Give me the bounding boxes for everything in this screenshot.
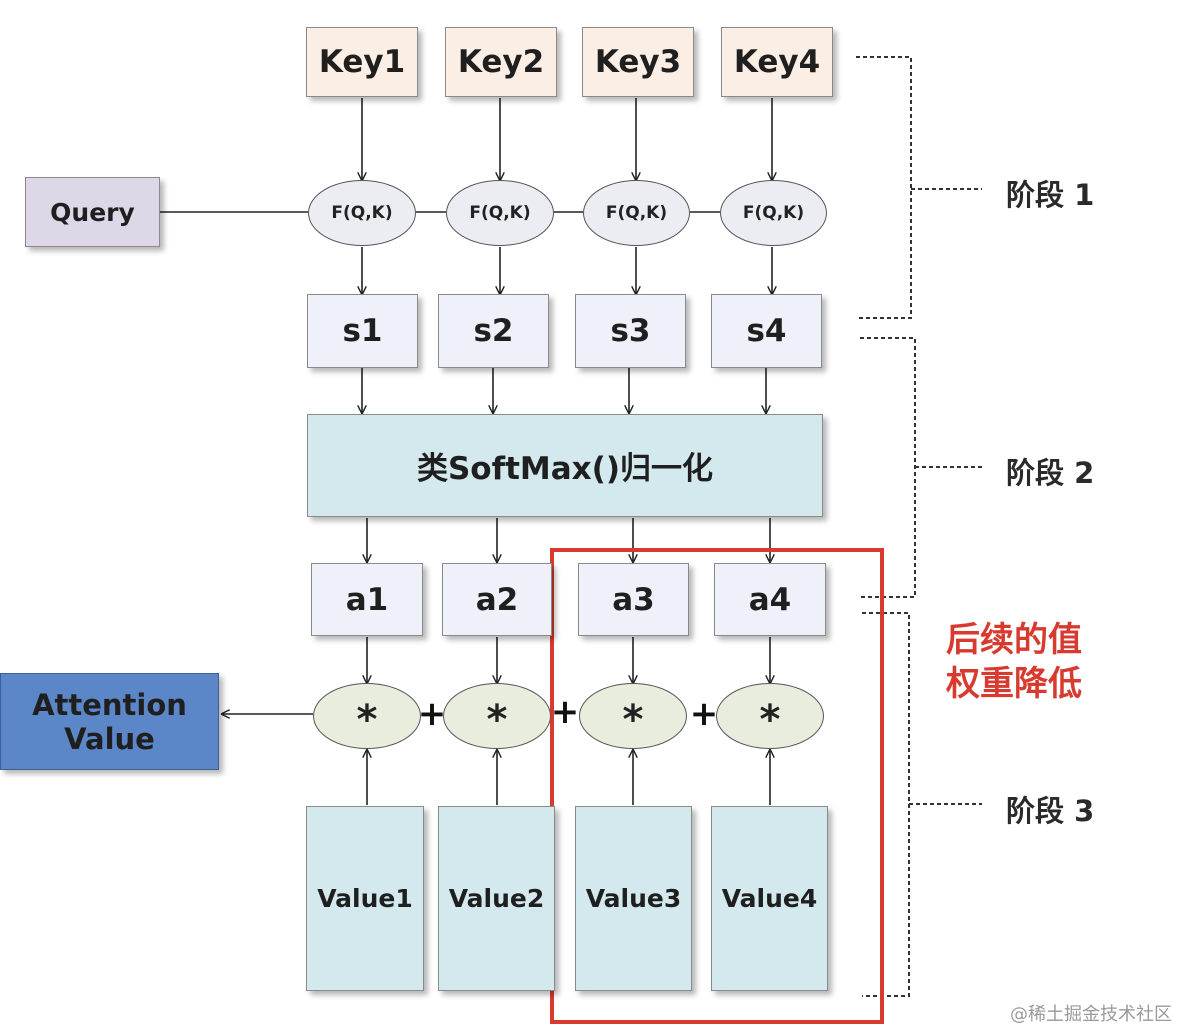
stage-label-2: 阶段 2 [1006,456,1095,490]
value-box-4: Value4 [711,806,828,991]
fn-label-1: F(Q,K) [331,203,393,223]
weight-reduction-note: 后续的值 权重降低 [946,618,1082,706]
plus-sign-3: + [689,694,719,734]
key-box-2: Key2 [445,27,557,97]
weight-box-4: a4 [714,563,826,636]
value-box-1: Value1 [306,806,424,991]
plus-sign-1: + [417,694,447,734]
value-label-2: Value2 [448,884,545,913]
value-box-3: Value3 [575,806,692,991]
query-label: Query [50,197,135,227]
multiply-node-4: * [716,683,824,749]
score-label-2: s2 [473,313,514,349]
fn-label-2: F(Q,K) [469,203,531,223]
weight-label-1: a1 [345,581,389,618]
score-label-3: s3 [610,313,651,349]
weight-box-1: a1 [311,563,423,636]
key-label-1: Key1 [318,44,406,80]
attention-label-line2: Value [64,721,155,756]
multiply-symbol-2: * [486,697,508,743]
score-box-4: s4 [711,294,822,368]
key-label-4: Key4 [733,44,821,80]
multiply-symbol-1: * [356,697,378,743]
note-line1: 后续的值 [946,620,1082,660]
attention-label-line1: Attention [32,687,187,722]
multiply-symbol-4: * [759,697,781,743]
similarity-fn-1: F(Q,K) [308,180,416,246]
value-box-2: Value2 [438,806,555,991]
plus-sign-2: + [550,692,580,732]
weight-label-2: a2 [475,581,519,618]
weight-label-4: a4 [748,581,792,618]
score-box-1: s1 [307,294,418,368]
key-box-1: Key1 [306,27,418,97]
multiply-node-2: * [443,683,551,749]
stage-label-3: 阶段 3 [1006,794,1095,828]
value-label-3: Value3 [585,884,682,913]
fn-label-4: F(Q,K) [742,203,805,223]
value-label-4: Value4 [721,884,818,913]
similarity-fn-3: F(Q,K) [583,180,690,246]
key-label-2: Key2 [457,44,545,80]
weight-box-3: a3 [578,563,689,636]
softmax-label: 类SoftMax()归一化 [416,451,714,487]
similarity-fn-4: F(Q,K) [720,180,827,246]
weight-label-3: a3 [612,581,655,618]
score-label-1: s1 [342,313,383,349]
weight-box-2: a2 [442,563,552,636]
watermark: @稀土掘金技术社区 [1010,1004,1172,1025]
softmax-box: 类SoftMax()归一化 [307,414,823,517]
query-box: Query [25,177,160,247]
key-box-3: Key3 [582,27,694,97]
value-label-1: Value1 [317,884,413,913]
key-box-4: Key4 [721,27,833,97]
multiply-symbol-3: * [622,697,644,743]
score-box-3: s3 [575,294,686,368]
note-line2: 权重降低 [946,664,1082,704]
key-label-3: Key3 [594,44,682,80]
attention-value-box: Attention Value [0,673,219,770]
stage-label-1: 阶段 1 [1006,178,1095,212]
score-label-4: s4 [746,313,787,349]
multiply-node-3: * [579,683,687,749]
similarity-fn-2: F(Q,K) [446,180,554,246]
fn-label-3: F(Q,K) [605,203,668,223]
score-box-2: s2 [438,294,549,368]
multiply-node-1: * [313,683,421,749]
highlight-box [550,548,884,1024]
